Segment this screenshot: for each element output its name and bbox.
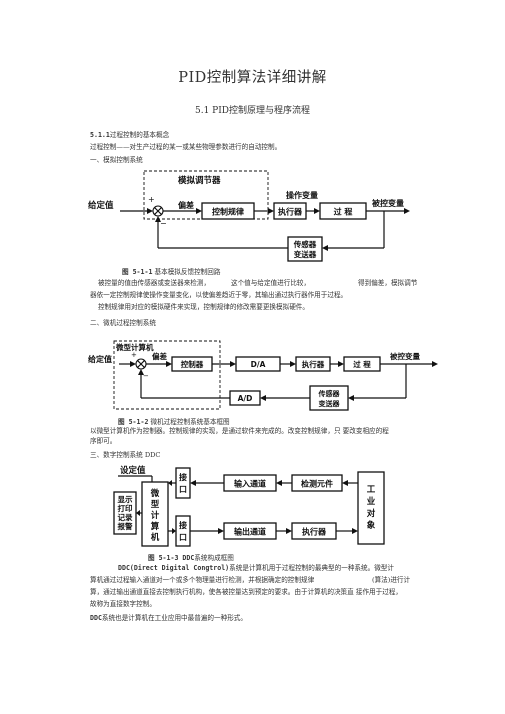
microcomputer-char-2: 型 bbox=[151, 499, 160, 510]
microcomputer-label: 微型计算机 bbox=[115, 342, 154, 352]
para3-line5: DDC系统也是计算机在工业应用中最普遍的一种形式。 bbox=[90, 614, 247, 623]
para2-line2: 序即可。 bbox=[90, 437, 117, 445]
figure2-caption-text: 微机过程控制系统基本框图 bbox=[150, 418, 230, 426]
analog-controller-label: 模拟调节器 bbox=[178, 175, 221, 186]
ad-converter-label: A/D bbox=[238, 394, 253, 403]
heading-ddc: 三、数字控制系统 DDC bbox=[90, 451, 161, 459]
process-label: 过 程 bbox=[353, 359, 371, 369]
sensor-label-line2: 变送器 bbox=[294, 249, 317, 259]
output-channel-label: 输出通道 bbox=[234, 527, 266, 537]
plant-char-2: 业 bbox=[367, 496, 376, 507]
setpoint-label: 给定值 bbox=[88, 354, 112, 364]
figure-analog-control-loop: 模拟调节器 给定值 + − 偏差 控制规律 操作变量 执行器 过 程 被控变量 … bbox=[88, 170, 410, 262]
sensor-label-line2: 变送器 bbox=[319, 399, 341, 408]
doc-title: PID控制算法详细讲解 bbox=[178, 70, 327, 86]
figure-ddc-structure: 设定值 微 型 计 算 机 显示 打印 记录 报警 接 口 接 口 输入通道 检… bbox=[113, 465, 385, 547]
section-heading: 5.1 PID控制原理与程序流程 bbox=[194, 106, 310, 116]
actuator-label: 执行器 bbox=[302, 527, 327, 537]
figure1-caption-text: 基本模拟反馈控制回路 bbox=[154, 268, 221, 276]
plant-char-3: 对 bbox=[367, 508, 376, 519]
manipulated-variable-label: 操作变量 bbox=[286, 190, 318, 200]
para3-line1-text: 系统是计算机用于过程控制的最典型的一种系统。微型计 bbox=[229, 564, 394, 572]
algorithm-term: (算法) bbox=[372, 576, 391, 584]
actuator-label: 执行器 bbox=[302, 359, 325, 369]
para1-line1-a: 被控量的值由传感器或变送器来检测， bbox=[98, 279, 211, 287]
subsection-title-text: 过程控制的基本概念 bbox=[109, 131, 170, 139]
microcomputer-char-3: 计 bbox=[151, 510, 160, 521]
subsection-number: 5.1.1 bbox=[90, 131, 110, 139]
figure2-caption: 图 5-1-2 微机过程控制系统基本框图 bbox=[118, 416, 230, 426]
heading-analog: 一、模拟控制系统 bbox=[90, 156, 143, 164]
plus-sign: + bbox=[148, 195, 155, 204]
detector-label: 检测元件 bbox=[301, 479, 333, 489]
para1-line2: 器依一定控制规律使操作变量变化，以使偏差趋近于零，其输出通过执行器作用于过程。 bbox=[90, 291, 348, 299]
controlled-variable-label: 被控变量 bbox=[372, 198, 404, 208]
interface-output-char-1: 接 bbox=[179, 520, 187, 530]
subsection-title: 5.1.1过程控制的基本概念 bbox=[90, 131, 169, 140]
plant-char-4: 象 bbox=[367, 520, 376, 531]
interface-input-char-1: 接 bbox=[179, 472, 187, 482]
error-label: 偏差 bbox=[152, 351, 167, 361]
alarm-label: 报警 bbox=[118, 521, 133, 531]
figure1-caption: 图 5-1-1 基本模拟反馈控制回路 bbox=[122, 266, 220, 276]
intro-text: 过程控制——对生产过程的某一或某些物理参数进行的自动控制。 bbox=[90, 143, 282, 151]
microcomputer-box bbox=[141, 481, 169, 547]
para1-line1-c: 得到偏差，模拟调节 bbox=[358, 279, 418, 287]
input-channel-label: 输入通道 bbox=[234, 479, 266, 489]
control-law-label: 控制规律 bbox=[212, 207, 244, 217]
display-label: 显示 bbox=[118, 495, 133, 504]
record-label: 记录 bbox=[118, 512, 133, 522]
controller-label: 控制器 bbox=[181, 359, 204, 369]
error-label: 偏差 bbox=[178, 200, 194, 210]
interface-input-char-2: 口 bbox=[179, 485, 187, 494]
ddc-abbrev: DDC bbox=[90, 614, 102, 622]
para2-line1: 以微型计算机作为控制器。控制规律的实现，是通过软件来完成的。改变控制规律，只 要… bbox=[90, 427, 389, 435]
setpoint-label: 设定值 bbox=[120, 465, 146, 476]
interface-output-char-2: 口 bbox=[179, 533, 187, 542]
figure3-caption: 图 5-1-3 DDC系统构成框图 bbox=[148, 552, 234, 562]
figure3-caption-text: 系统构成框图 bbox=[194, 554, 234, 562]
sensor-label-line1: 传感器 bbox=[293, 239, 317, 249]
ddc-term: DDC(Direct Digital Congtrol) bbox=[118, 564, 230, 572]
actuator-label: 执行器 bbox=[278, 207, 303, 217]
controlled-variable-label: 被控变量 bbox=[390, 351, 420, 361]
analog-controller-frame bbox=[143, 170, 269, 220]
microcomputer-frame bbox=[113, 340, 221, 410]
figure1-number: 图 5-1-1 bbox=[122, 268, 153, 276]
microcomputer-char-4: 算 bbox=[151, 521, 160, 532]
plant-char-1: 工 bbox=[367, 485, 376, 495]
heading-microcomputer: 二、微机过程控制系统 bbox=[90, 319, 156, 327]
setpoint-label: 给定值 bbox=[88, 200, 114, 211]
para3-line2-c: 进行计 bbox=[390, 576, 411, 584]
minus-sign: − bbox=[160, 219, 167, 228]
sensor-label-line1: 传感器 bbox=[318, 389, 341, 398]
sensor-transmitter-box bbox=[287, 236, 323, 262]
microcomputer-char-1: 微 bbox=[150, 488, 160, 499]
para3-line4: 故称为直接数字控制。 bbox=[90, 600, 156, 608]
microcomputer-char-5: 机 bbox=[151, 532, 160, 543]
para1-line1-b: 这个值与给定值进行比较， bbox=[231, 279, 311, 287]
print-label: 打印 bbox=[118, 503, 133, 513]
para3-line2-b: (算法)进行计 bbox=[372, 576, 410, 585]
para3-line1: DDC(Direct Digital Congtrol)系统是计算机用于过程控制… bbox=[118, 564, 394, 573]
para1-line3: 控制规律用对应的模拟硬件来实现，控制规律的修改需要更换模拟硬件。 bbox=[98, 303, 309, 311]
industrial-plant-box bbox=[357, 471, 385, 545]
para3-line3: 算，通过输出通道直接去控制执行机构，使各被控量达到预定的要求。由于计算机的决策直… bbox=[90, 588, 403, 596]
da-converter-label: D/A bbox=[251, 360, 266, 369]
minus-sign: − bbox=[143, 372, 149, 380]
process-label: 过 程 bbox=[334, 207, 353, 217]
para3-line2-a: 算机通过过程输入通道对一个或多个物理量进行检测，并根据确定的控制规律 bbox=[90, 576, 315, 584]
figure-microcomputer-control: 微型计算机 给定值 + − 偏差 控制器 D/A 执行器 过 程 被控变量 传感… bbox=[88, 340, 438, 411]
figure3-number: 图 5-1-3 DDC bbox=[148, 554, 195, 562]
plus-sign: + bbox=[131, 351, 137, 359]
para3-line5-text: 系统也是计算机在工业应用中最普遍的一种形式。 bbox=[101, 614, 247, 622]
figure2-number: 图 5-1-2 bbox=[118, 418, 149, 426]
